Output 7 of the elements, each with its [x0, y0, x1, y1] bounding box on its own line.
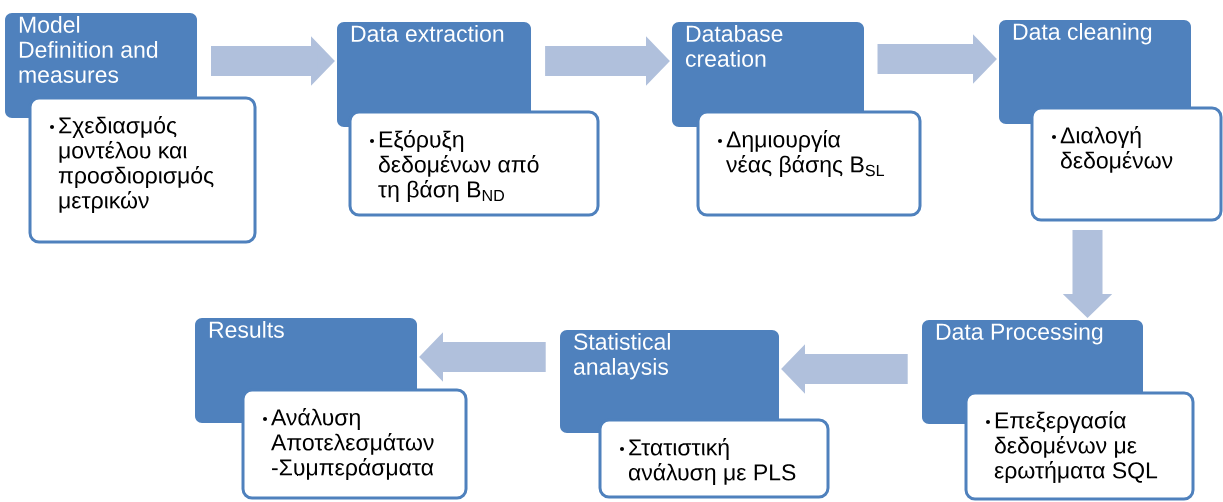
description-box: Ανάλυση Αποτελεσμάτων -Συμπεράσματα: [241, 388, 468, 500]
description-box: Επεξεργασία δεδομένων με ερωτήματα SQL: [964, 391, 1195, 501]
description-box: Εξόρυξη δεδομένων από τη βάση B$_{ND}$: [348, 110, 600, 217]
description-box: Διαλογή δεδομένων: [1030, 106, 1223, 222]
description-box: Στατιστική ανάλυση με PLS: [598, 418, 830, 499]
description-box: Δημιουργία νέας βάσης B$_{SL}$: [696, 110, 922, 217]
description-box: Σχεδιασμός μοντέλου και προσδιορισμός μετρικών: [28, 96, 257, 244]
